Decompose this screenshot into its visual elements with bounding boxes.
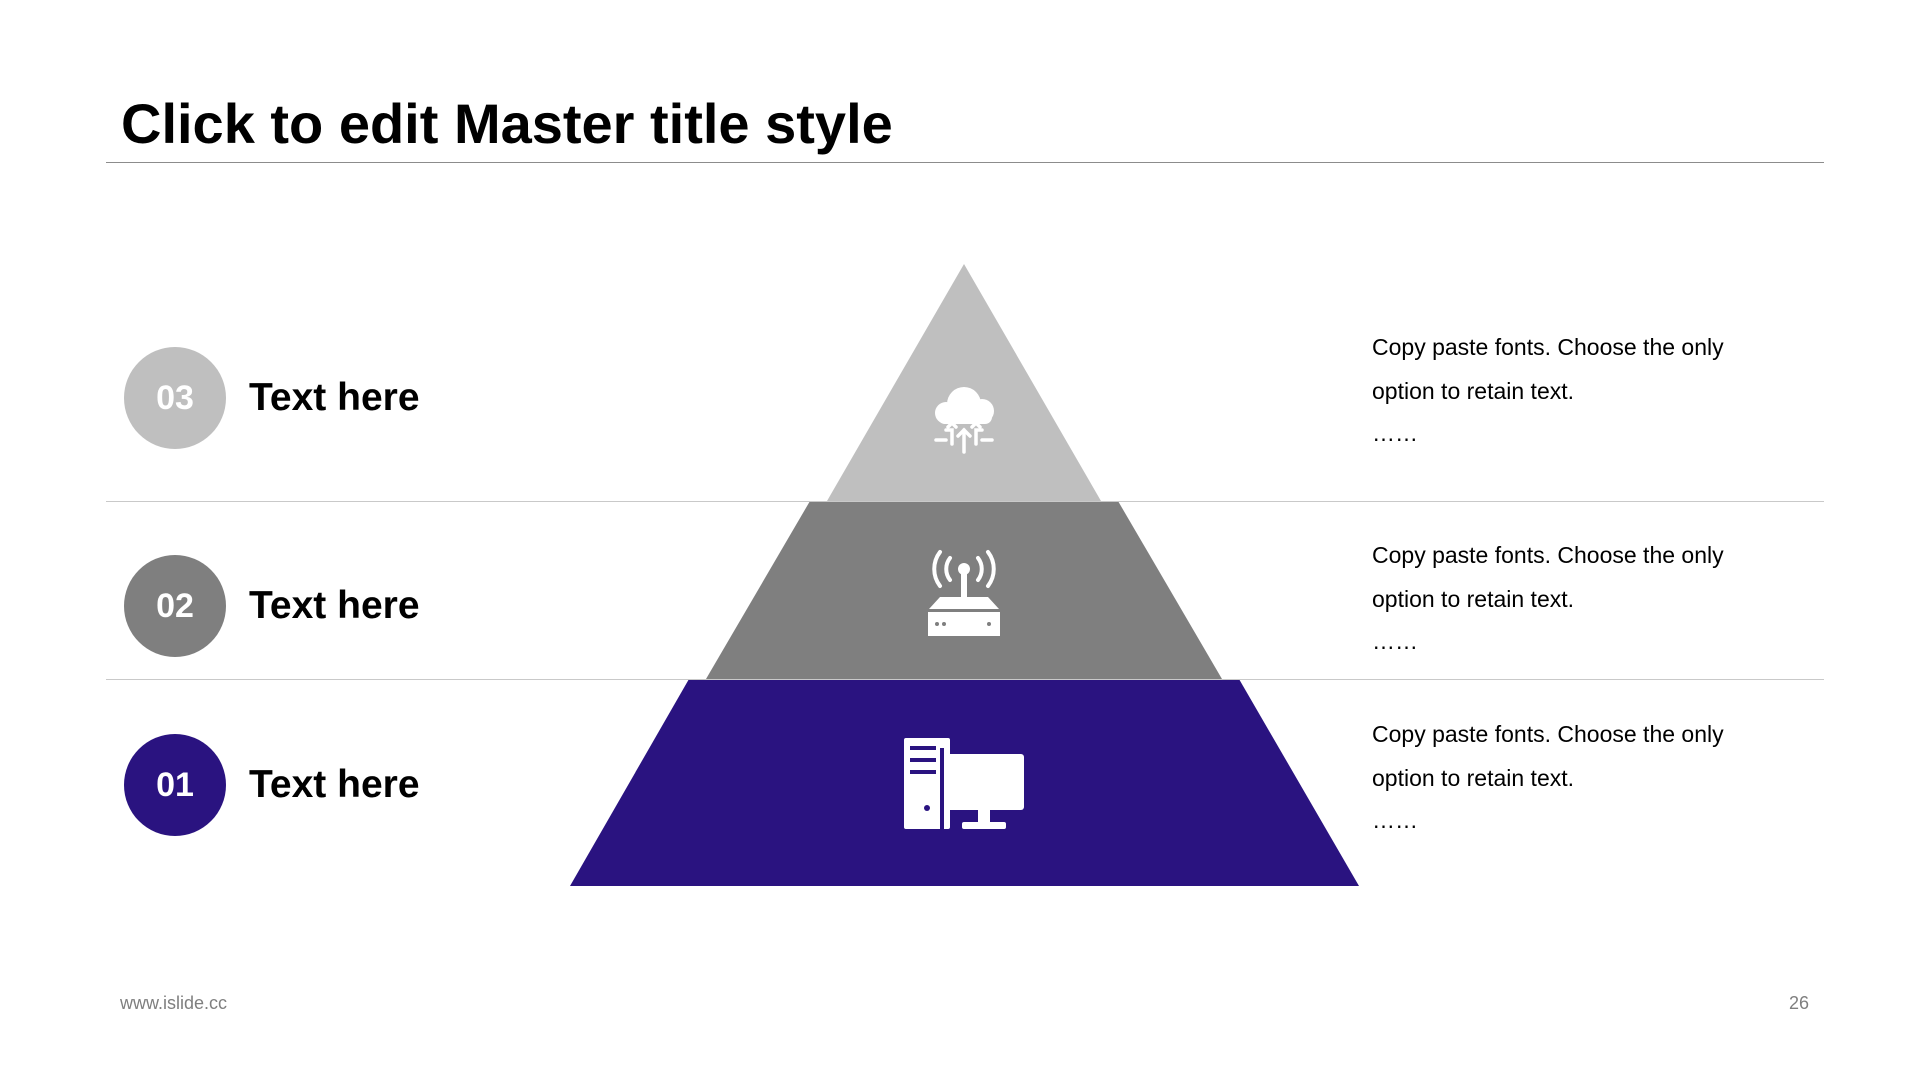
pyramid-segment-top — [827, 264, 1101, 501]
desktop-computer-icon — [904, 738, 1024, 829]
footer-url: www.islide.cc — [120, 993, 228, 1013]
slide-title: Click to edit Master title style — [121, 92, 893, 155]
cloud-upload-icon — [934, 387, 994, 454]
title-divider — [106, 162, 1824, 163]
row-divider-1 — [106, 501, 1824, 502]
level-01-description: Copy paste fonts. Choose the only option… — [1372, 712, 1792, 840]
row-divider-2 — [106, 679, 1824, 680]
level-02-row: 02 Text here — [124, 554, 420, 658]
level-03-badge: 03 — [124, 347, 226, 449]
level-03-label: Text here — [249, 376, 420, 419]
wifi-router-icon — [928, 550, 1000, 636]
level-03-description-more: …… — [1372, 420, 1418, 446]
level-02-badge: 02 — [124, 555, 226, 657]
page-number: 26 — [1788, 993, 1809, 1013]
level-01-label: Text here — [249, 763, 420, 806]
level-02-description: Copy paste fonts. Choose the only option… — [1372, 533, 1792, 661]
level-01-badge: 01 — [124, 734, 226, 836]
level-01-description-more: …… — [1372, 807, 1418, 833]
level-02-description-text: Copy paste fonts. Choose the only option… — [1372, 542, 1724, 612]
level-01-row: 01 Text here — [124, 733, 420, 837]
level-01-description-text: Copy paste fonts. Choose the only option… — [1372, 721, 1724, 791]
level-03-description: Copy paste fonts. Choose the only option… — [1372, 325, 1792, 453]
level-03-row: 03 Text here — [124, 346, 420, 450]
level-02-description-more: …… — [1372, 628, 1418, 654]
level-03-description-text: Copy paste fonts. Choose the only option… — [1372, 334, 1724, 404]
level-02-label: Text here — [249, 584, 420, 627]
